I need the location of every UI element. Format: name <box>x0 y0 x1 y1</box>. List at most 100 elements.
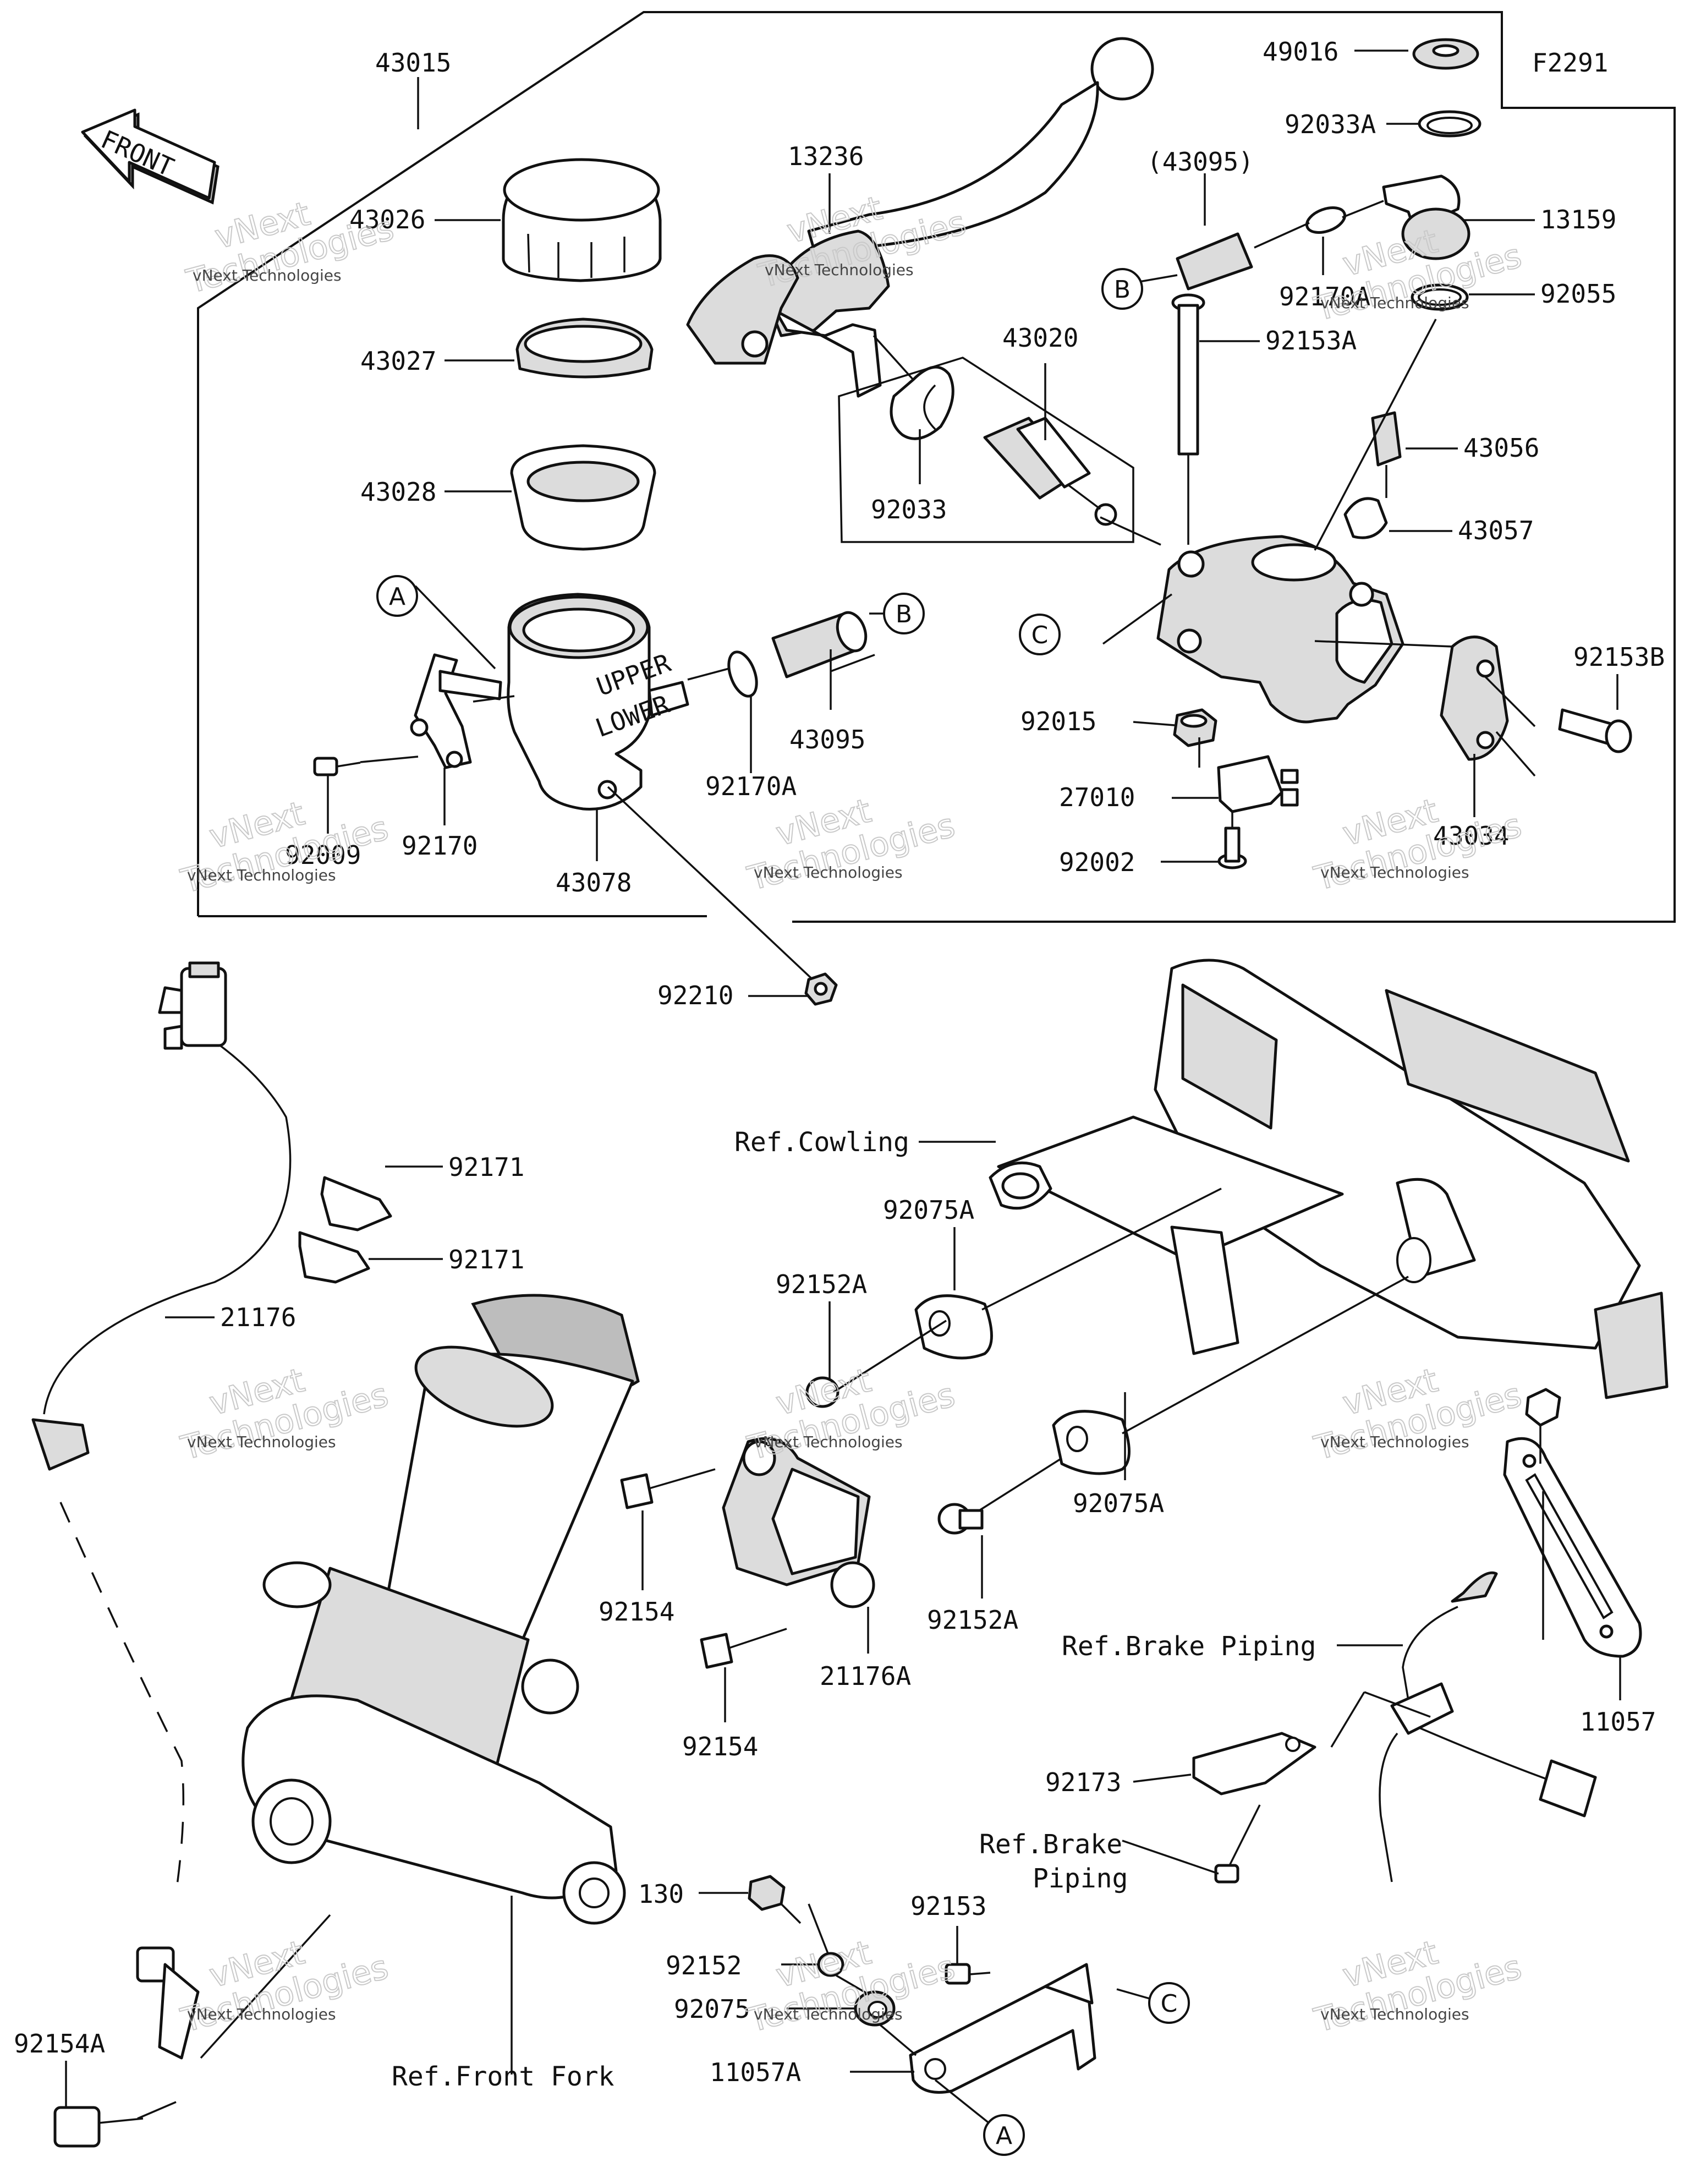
collar-92152a-upper <box>805 1376 839 1408</box>
front-arrow-icon: FRONT <box>81 108 220 205</box>
assembly-border <box>197 11 1676 923</box>
bolt-92154a <box>53 2106 144 2148</box>
speed-sensor-21176a <box>722 1437 875 1608</box>
watermark-12: vNext Technologies vNext Technologies <box>1310 1933 1526 2040</box>
ref-brake-piping-1: Ref.Brake Piping <box>1062 1631 1316 1662</box>
watermark-9: vNext Technologies vNext Technologies <box>1310 1360 1526 1468</box>
reservoir-bracket <box>410 653 502 769</box>
bolt-92154-lower <box>700 1628 787 1669</box>
label-92170: 92170 <box>402 831 478 861</box>
sensor-connector <box>158 961 227 1050</box>
clamp-92173 <box>1192 1732 1316 1796</box>
label-92152a-upper: 92152A <box>776 1269 867 1299</box>
grommet-21176 <box>31 1418 90 1471</box>
bolt-brake-piping <box>1214 1804 1261 1884</box>
label-92015: 92015 <box>1020 707 1096 736</box>
ref-cowling: Ref.Cowling <box>734 1127 909 1158</box>
hose-43095 <box>771 611 868 678</box>
svg-text:C: C <box>1031 621 1049 649</box>
ref-brake-piping-2b: Piping <box>1033 1863 1128 1894</box>
ref-brake-piping-2a: Ref.Brake <box>979 1829 1122 1860</box>
svg-text:vNext Technologies: vNext Technologies <box>187 866 336 884</box>
label-92152a-lower: 92152A <box>927 1605 1018 1635</box>
label-130: 130 <box>638 1879 684 1909</box>
callout-b-right: B <box>883 593 925 634</box>
svg-text:vNext Technologies: vNext Technologies <box>754 2005 903 2023</box>
collar-92152a-lower <box>937 1503 984 1535</box>
label-92055: 92055 <box>1540 279 1616 309</box>
bolt-92153 <box>945 1963 991 1985</box>
stay-11057 <box>1503 1437 1642 1658</box>
switch-27010 <box>1217 755 1299 813</box>
watermark-11: vNext Technologies vNext Technologies <box>743 1933 959 2040</box>
label-92210: 92210 <box>657 981 733 1010</box>
piston-kit-43020 <box>838 357 1134 543</box>
label-43078: 43078 <box>556 868 632 897</box>
watermarks: vNext Technologies vNext Technologies vN… <box>177 188 1526 2040</box>
snap-ring-92033 <box>890 365 954 440</box>
label-43026: 43026 <box>349 205 425 234</box>
callout-a-lower: A <box>983 2114 1025 2156</box>
label-11057: 11057 <box>1580 1707 1656 1737</box>
nut-92015 <box>1173 708 1217 747</box>
watermark-4: vNext Technologies vNext Technologies <box>177 793 393 901</box>
label-43057: 43057 <box>1458 516 1534 545</box>
nut-92210 <box>804 972 838 1006</box>
sensor-harness-lower <box>59 1502 185 1893</box>
svg-text:vNext Technologies: vNext Technologies <box>754 1433 903 1451</box>
reservoir-tank: UPPER LOWER <box>507 593 689 811</box>
label-92075a-lower: 92075A <box>1073 1488 1164 1518</box>
svg-text:vNext Technologies: vNext Technologies <box>193 266 342 284</box>
svg-text:vNext Technologies: vNext Technologies <box>187 1433 336 1451</box>
label-43095: 43095 <box>789 725 865 754</box>
label-43034: 43034 <box>1433 821 1509 851</box>
reservoir-cap <box>502 158 662 282</box>
sensor-harness <box>43 1044 292 1415</box>
label-92171-lower: 92171 <box>448 1245 524 1274</box>
label-43056: 43056 <box>1463 433 1539 463</box>
reference-labels: Ref.Cowling Ref.Brake Piping Ref.Brake P… <box>392 1127 1316 2092</box>
label-92170a-lower: 92170A <box>705 771 797 801</box>
label-92009: 92009 <box>285 840 361 870</box>
watermark-7: vNext Technologies vNext Technologies <box>177 1360 393 1468</box>
label-92075a-upper: 92075A <box>883 1195 974 1225</box>
watermark-10: vNext Technologies vNext Technologies <box>177 1933 393 2040</box>
svg-text:vNext Technologies: vNext Technologies <box>1320 2005 1469 2023</box>
diaphragm-plate <box>515 318 654 379</box>
svg-text:vNext Technologies: vNext Technologies <box>187 2005 336 2023</box>
cowling-stay-frame <box>989 959 1669 1427</box>
label-21176: 21176 <box>220 1302 296 1332</box>
fitting-13159 <box>1382 174 1470 260</box>
label-92002: 92002 <box>1059 847 1135 877</box>
bleeder-43056 <box>1371 411 1402 467</box>
master-cylinder-body <box>1156 535 1404 724</box>
screw-92002 <box>1217 826 1247 869</box>
label-43027: 43027 <box>360 346 436 376</box>
clip-92171-upper <box>320 1176 392 1231</box>
label-21176a: 21176A <box>820 1661 911 1691</box>
svg-text:B: B <box>1114 276 1131 304</box>
leader-lines <box>65 50 1621 2125</box>
watermark-6: vNext Technologies vNext Technologies <box>1310 791 1526 899</box>
clamp-92170a-upper <box>1305 200 1384 234</box>
label-92171-upper: 92171 <box>448 1152 524 1182</box>
ref-front-fork: Ref.Front Fork <box>392 2061 614 2092</box>
holder-43034 <box>1440 636 1509 761</box>
oring-92055 <box>1411 283 1469 311</box>
svg-text:vNext Technologies: vNext Technologies <box>1320 294 1469 312</box>
svg-text:B: B <box>896 600 912 628</box>
hose-clamp-92170a-lower <box>727 650 758 698</box>
cap-43057 <box>1343 497 1388 539</box>
svg-text:C: C <box>1161 1990 1178 2018</box>
label-92033a: 92033A <box>1285 110 1376 139</box>
callout-b-upper: B <box>1101 268 1143 310</box>
sensor-plug-lower <box>136 1946 200 2060</box>
label-43095-paren: (43095) <box>1147 147 1254 177</box>
label-92075: 92075 <box>674 1994 750 2024</box>
label-11057a: 11057A <box>710 2057 801 2087</box>
diagram-code: F2291 <box>1532 48 1608 78</box>
grommet-92075a-upper <box>914 1294 993 1360</box>
screw-92009 <box>313 757 361 776</box>
callout-c-lower: C <box>1148 1982 1190 2024</box>
